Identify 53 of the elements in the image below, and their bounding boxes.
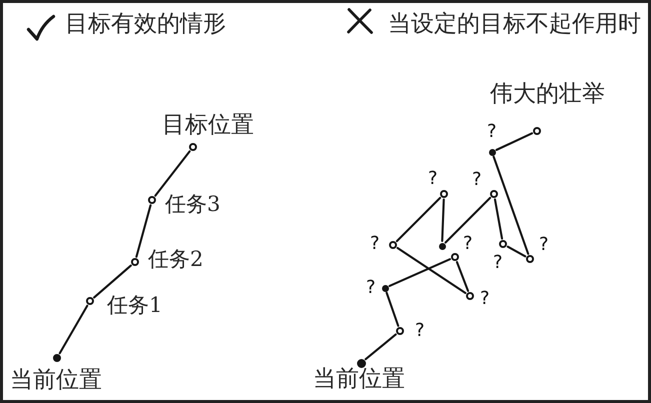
connector-line xyxy=(494,198,504,240)
question-mark: ? xyxy=(472,171,482,189)
question-mark: ? xyxy=(493,254,503,272)
question-mark: ? xyxy=(415,322,425,340)
path-dot xyxy=(396,327,404,335)
path-dot xyxy=(148,196,156,204)
great-feat-label: 伟大的壮举 xyxy=(490,83,605,106)
path-dot xyxy=(86,297,94,305)
question-mark: ? xyxy=(487,123,497,141)
connector-line xyxy=(456,261,470,292)
path-dot xyxy=(356,358,366,368)
connector-line xyxy=(396,196,442,242)
path-dot xyxy=(526,255,534,263)
current-position-label: 当前位置 xyxy=(313,368,405,391)
path-dot xyxy=(490,190,498,198)
connector-line xyxy=(492,156,530,255)
connector-line xyxy=(441,198,445,242)
path-dot xyxy=(451,253,459,261)
path-dot xyxy=(440,190,448,198)
path-dot xyxy=(131,258,139,266)
question-mark: ? xyxy=(480,290,490,308)
connector-line xyxy=(154,150,191,197)
question-mark: ? xyxy=(370,235,380,253)
connector-line xyxy=(388,258,452,288)
connector-line xyxy=(135,204,152,258)
connector-line xyxy=(386,292,400,327)
connector-line xyxy=(58,304,88,354)
path-dot xyxy=(533,127,541,135)
path-dot xyxy=(389,241,397,249)
path-dot xyxy=(438,242,446,250)
path-dot xyxy=(53,354,61,362)
task-label: 任务1 xyxy=(107,295,162,316)
connector-line xyxy=(506,246,526,258)
connector-line xyxy=(364,333,397,360)
current-position-label: 当前位置 xyxy=(10,369,102,392)
path-dot xyxy=(466,292,474,300)
question-mark: ? xyxy=(539,236,549,254)
connector-line xyxy=(444,196,492,244)
connector-line xyxy=(495,132,534,151)
path-dot xyxy=(382,284,388,292)
question-mark: ? xyxy=(366,279,376,297)
task-label: 任务3 xyxy=(165,194,220,215)
panel-heading: 目标有效的情形 xyxy=(65,13,226,36)
path-dot xyxy=(189,143,197,151)
connector-line xyxy=(93,264,132,298)
goal-position-label: 目标位置 xyxy=(162,114,254,137)
path-dot xyxy=(488,148,496,156)
task-label: 任务2 xyxy=(148,249,204,270)
panel-heading: 当设定的目标不起作用时 xyxy=(388,13,641,36)
connector-line xyxy=(396,246,466,294)
question-mark: ? xyxy=(463,235,473,253)
path-dot xyxy=(499,240,507,248)
question-mark: ? xyxy=(428,170,438,188)
